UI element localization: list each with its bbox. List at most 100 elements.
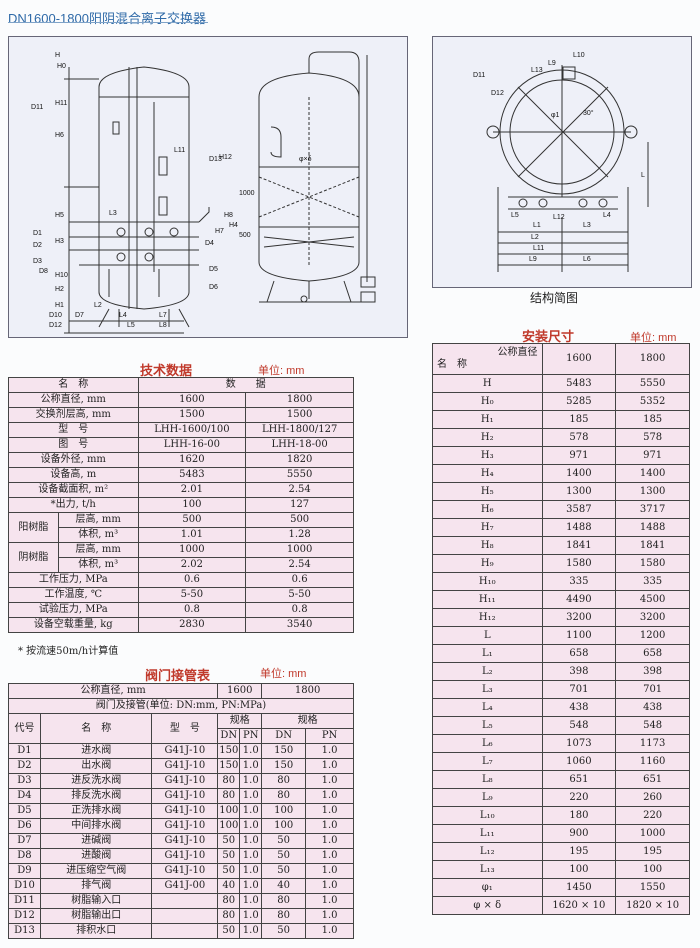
table-cell: 0.6 xyxy=(245,572,354,588)
table-cell: 3587 xyxy=(541,500,617,519)
table-cell: 交换剂层高, mm xyxy=(8,407,139,423)
table-cell: H₆ xyxy=(432,500,543,519)
tech-note: * 按流速50m/h计算值 xyxy=(18,646,119,657)
table-cell: L₈ xyxy=(432,770,543,789)
header-top-label: 公称直径 xyxy=(497,347,538,358)
table-cell: 80 xyxy=(261,773,307,789)
table-cell: LHH-1600/100 xyxy=(137,422,247,438)
table-cell: 2.02 xyxy=(137,557,247,573)
table-cell: 1.0 xyxy=(305,848,354,864)
table-cell: H₅ xyxy=(432,482,543,501)
table-cell: 1620 × 10 xyxy=(541,896,617,915)
drawing-label: D11 xyxy=(473,72,485,79)
table-cell: 1200 xyxy=(615,626,690,645)
table-cell: 1580 xyxy=(615,554,690,573)
drawing-label: L10 xyxy=(573,52,585,59)
table-cell: 1000 xyxy=(137,542,247,558)
drawing-label: L3 xyxy=(109,210,117,217)
table-cell: 2830 xyxy=(137,617,247,633)
table-cell: G41J-10 xyxy=(151,848,219,864)
header-underline xyxy=(8,22,208,23)
drawing-label: H0 xyxy=(57,63,66,70)
table-cell: 1600 xyxy=(217,683,263,699)
table-cell: L xyxy=(432,626,543,645)
table-cell: 80 xyxy=(261,908,307,924)
table-cell: 185 xyxy=(541,410,617,429)
table-cell: 1.0 xyxy=(305,908,354,924)
drawing-label: L12 xyxy=(553,214,565,221)
table-cell: H₈ xyxy=(432,536,543,555)
table-cell: D11 xyxy=(8,893,41,909)
table-cell: 1.0 xyxy=(305,803,354,819)
table-cell: L₉ xyxy=(432,788,543,807)
table-cell: 1.0 xyxy=(239,908,263,924)
drawing-label: L7 xyxy=(159,312,167,319)
page-header: DN1600-1800阳阴混合离子交换器 xyxy=(8,11,206,26)
table-cell: 50 xyxy=(261,923,307,939)
table-cell: 1160 xyxy=(615,752,690,771)
table-cell: D1 xyxy=(8,743,41,759)
table-cell: H₄ xyxy=(432,464,543,483)
drawing-label: H1 xyxy=(55,302,64,309)
table-cell: 排气阀 xyxy=(39,878,153,894)
table-cell: L₁₃ xyxy=(432,860,543,879)
table-cell: LHH-1800/127 xyxy=(245,422,354,438)
table-cell: 阀门及接管(单位: DN:mm, PN:MPa) xyxy=(8,698,354,714)
table-cell: 公称直径名 称 xyxy=(432,343,543,375)
table-cell: 图 号 xyxy=(8,437,139,453)
table-cell: 80 xyxy=(217,773,241,789)
table-cell: 1173 xyxy=(615,734,690,753)
table-cell: G41J-10 xyxy=(151,773,219,789)
table-cell: H₀ xyxy=(432,392,543,411)
table-cell: 220 xyxy=(615,806,690,825)
table-cell: 设备空载重量, kg xyxy=(8,617,139,633)
drawing-label: D4 xyxy=(205,240,214,247)
table-cell: 100 xyxy=(137,497,247,513)
table-cell: D12 xyxy=(8,908,41,924)
table-cell: 100 xyxy=(217,818,241,834)
table-cell xyxy=(151,893,219,909)
table-cell: D8 xyxy=(8,848,41,864)
table-cell: LHH-16-00 xyxy=(137,437,247,453)
table-cell: LHH-18-00 xyxy=(245,437,354,453)
table-cell: H₃ xyxy=(432,446,543,465)
tech-title: 技术数据 xyxy=(140,363,193,378)
table-cell: 树脂输入口 xyxy=(39,893,153,909)
drawing-label: L2 xyxy=(94,302,102,309)
table-cell: 规格 xyxy=(217,713,263,729)
table-cell: G41J-10 xyxy=(151,818,219,834)
table-cell: 150 xyxy=(261,758,307,774)
table-cell: 数 据 xyxy=(137,377,355,393)
table-cell: 1.0 xyxy=(239,893,263,909)
table-cell: 50 xyxy=(217,848,241,864)
table-cell: 1.0 xyxy=(239,803,263,819)
table-cell: 1450 xyxy=(541,878,617,897)
table-cell: 1.0 xyxy=(239,863,263,879)
table-cell: 规格 xyxy=(261,713,354,729)
